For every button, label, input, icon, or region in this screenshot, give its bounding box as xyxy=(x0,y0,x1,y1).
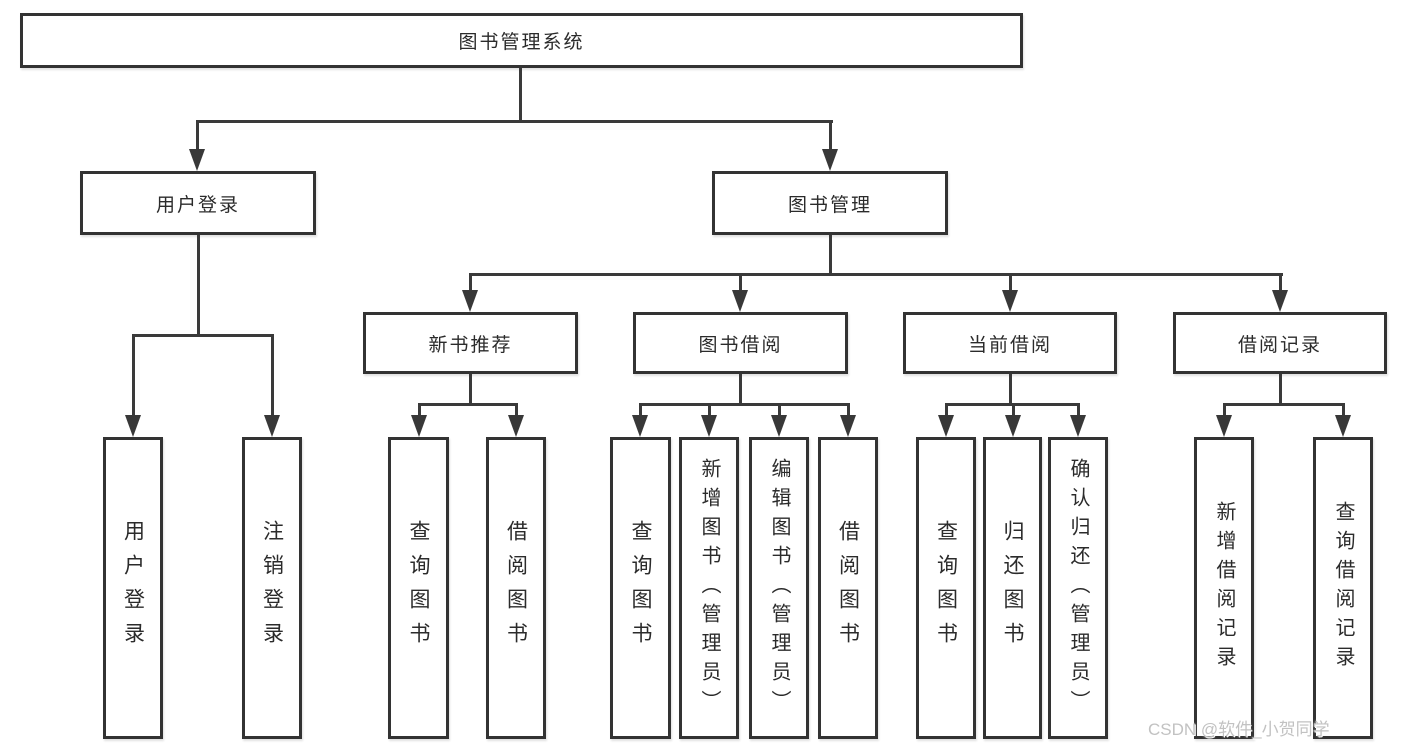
leaf-return-book: 归还图书 xyxy=(983,437,1042,739)
node-book-management-system: 图书管理系统 xyxy=(20,13,1023,68)
node-borrowing-records: 借阅记录 xyxy=(1173,312,1387,374)
arrowhead-down-icon xyxy=(1005,415,1021,437)
leaf-edit-book-admin: 编辑图书（管理员） xyxy=(749,437,809,739)
connector-line xyxy=(1223,403,1226,417)
connector-line xyxy=(829,120,832,152)
leaf-label: 查询图书 xyxy=(629,520,652,656)
connector-line xyxy=(469,273,472,292)
leaf-label: 借阅图书 xyxy=(504,520,528,656)
leaf-query-books-3: 查询图书 xyxy=(916,437,976,739)
connector-line xyxy=(847,403,850,417)
connector-line xyxy=(132,334,135,417)
leaf-add-borrow-record: 新增借阅记录 xyxy=(1194,437,1254,739)
connector-line xyxy=(418,403,518,406)
leaf-label: 新增图书（管理员） xyxy=(698,457,720,719)
connector-line xyxy=(469,374,472,405)
connector-line xyxy=(739,374,742,405)
arrowhead-down-icon xyxy=(264,415,280,437)
connector-line xyxy=(515,403,518,417)
arrowhead-down-icon xyxy=(938,415,954,437)
connector-line xyxy=(1342,403,1345,417)
connector-line xyxy=(519,68,522,122)
arrowhead-down-icon xyxy=(1002,290,1018,312)
leaf-label: 查询图书 xyxy=(934,520,958,656)
connector-line xyxy=(829,235,832,275)
arrowhead-down-icon xyxy=(701,415,717,437)
leaf-logout: 注销登录 xyxy=(242,437,302,739)
connector-line xyxy=(1009,374,1012,405)
leaf-borrow-books-2: 借阅图书 xyxy=(818,437,878,739)
connector-line xyxy=(418,403,421,417)
arrowhead-down-icon xyxy=(1335,415,1351,437)
node-current-borrowing: 当前借阅 xyxy=(903,312,1117,374)
arrowhead-down-icon xyxy=(840,415,856,437)
connector-line xyxy=(196,120,833,123)
connector-line xyxy=(708,403,711,417)
node-book-management: 图书管理 xyxy=(712,171,948,235)
arrowhead-down-icon xyxy=(125,415,141,437)
leaf-label: 查询图书 xyxy=(407,520,430,656)
node-book-borrowing: 图书借阅 xyxy=(633,312,848,374)
connector-line xyxy=(196,120,199,152)
connector-line xyxy=(1223,403,1345,406)
connector-line xyxy=(132,334,274,337)
connector-line xyxy=(197,235,200,336)
connector-line xyxy=(1012,403,1015,417)
connector-line xyxy=(1009,273,1012,292)
arrowhead-down-icon xyxy=(462,290,478,312)
leaf-label: 归还图书 xyxy=(1001,520,1024,656)
leaf-label: 用户登录 xyxy=(121,520,145,656)
arrowhead-down-icon xyxy=(189,149,205,171)
node-user-login: 用户登录 xyxy=(80,171,316,235)
leaf-label: 查询借阅记录 xyxy=(1332,501,1354,675)
arrowhead-down-icon xyxy=(822,149,838,171)
leaf-query-books-1: 查询图书 xyxy=(388,437,449,739)
arrowhead-down-icon xyxy=(1070,415,1086,437)
connector-line xyxy=(271,334,274,417)
connector-line xyxy=(639,403,642,417)
arrowhead-down-icon xyxy=(411,415,427,437)
connector-line xyxy=(945,403,948,417)
node-new-book-recommendation: 新书推荐 xyxy=(363,312,578,374)
arrowhead-down-icon xyxy=(632,415,648,437)
leaf-label: 编辑图书（管理员） xyxy=(768,457,790,719)
leaf-confirm-return-admin: 确认归还（管理员） xyxy=(1048,437,1108,739)
leaf-query-books-2: 查询图书 xyxy=(610,437,671,739)
connector-line xyxy=(639,403,850,406)
connector-line xyxy=(1279,374,1282,405)
leaf-add-book-admin: 新增图书（管理员） xyxy=(679,437,739,739)
leaf-label: 注销登录 xyxy=(260,520,284,656)
connector-line xyxy=(1279,273,1282,292)
arrowhead-down-icon xyxy=(508,415,524,437)
watermark: CSDN @软件_小贺同学 xyxy=(1148,720,1330,739)
leaf-label: 确认归还（管理员） xyxy=(1067,457,1089,719)
leaf-label: 借阅图书 xyxy=(836,520,860,656)
leaf-label: 新增借阅记录 xyxy=(1213,501,1235,675)
leaf-user-login: 用户登录 xyxy=(103,437,163,739)
arrowhead-down-icon xyxy=(1216,415,1232,437)
leaf-query-borrow-record: 查询借阅记录 xyxy=(1313,437,1373,739)
arrowhead-down-icon xyxy=(1272,290,1288,312)
connector-line xyxy=(778,403,781,417)
arrowhead-down-icon xyxy=(771,415,787,437)
connector-line xyxy=(1077,403,1080,417)
connector-line xyxy=(739,273,742,292)
leaf-borrow-books-1: 借阅图书 xyxy=(486,437,546,739)
connector-line xyxy=(469,273,1283,276)
arrowhead-down-icon xyxy=(732,290,748,312)
